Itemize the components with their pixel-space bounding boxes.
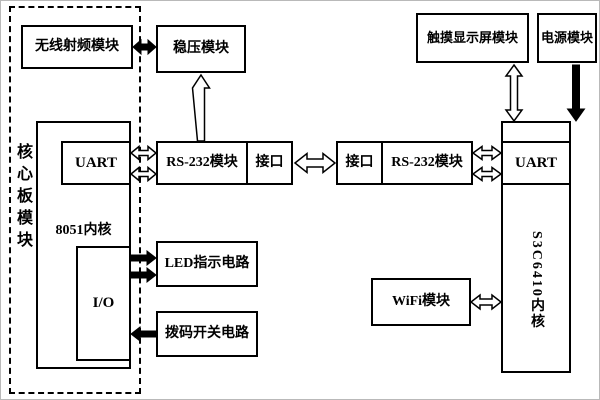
arrow-rs232-uartR-2 bbox=[471, 166, 503, 182]
rs232-right-group: 接口 RS-232模块 bbox=[336, 141, 473, 185]
uart-left-box: UART bbox=[61, 141, 131, 185]
rf-module-box: 无线射频模块 bbox=[21, 25, 133, 69]
rs232-left-box: RS-232模块 bbox=[166, 155, 238, 171]
uart-right-box: UART bbox=[501, 141, 571, 185]
rs232-right-box: RS-232模块 bbox=[381, 143, 471, 183]
arrow-wifi-s3c bbox=[469, 293, 503, 311]
core-s3c6410-label: S3C6410内核 bbox=[529, 230, 544, 330]
arrow-rs232-uartR-1 bbox=[471, 145, 503, 161]
arrow-rs232-regulator bbox=[191, 73, 211, 142]
core-8051-box bbox=[36, 121, 131, 369]
core-board-dashed-region bbox=[9, 6, 141, 394]
arrow-touch-s3c bbox=[504, 63, 524, 123]
arrow-port-port bbox=[293, 151, 337, 175]
power-module-box: 电源模块 bbox=[537, 13, 597, 63]
port-right-box: 接口 bbox=[345, 155, 374, 171]
dip-switch-circuit-box: 拨码开关电路 bbox=[156, 311, 258, 357]
port-left-box: 接口 bbox=[245, 143, 291, 183]
arrow-power-s3c bbox=[566, 64, 586, 122]
touch-display-box: 触摸显示屏模块 bbox=[416, 13, 529, 63]
core-board-module-label: 核心板模块 bbox=[14, 143, 31, 253]
led-circuit-box: LED指示电路 bbox=[156, 241, 258, 287]
core-8051-label: 8051内核 bbox=[55, 223, 112, 238]
io-box: I/O bbox=[76, 246, 131, 361]
rs232-left-group: RS-232模块 接口 bbox=[156, 141, 293, 185]
regulator-module-box: 稳压模块 bbox=[156, 25, 246, 73]
core-s3c6410-box bbox=[501, 121, 571, 373]
wifi-module-box: WiFi模块 bbox=[371, 278, 471, 326]
